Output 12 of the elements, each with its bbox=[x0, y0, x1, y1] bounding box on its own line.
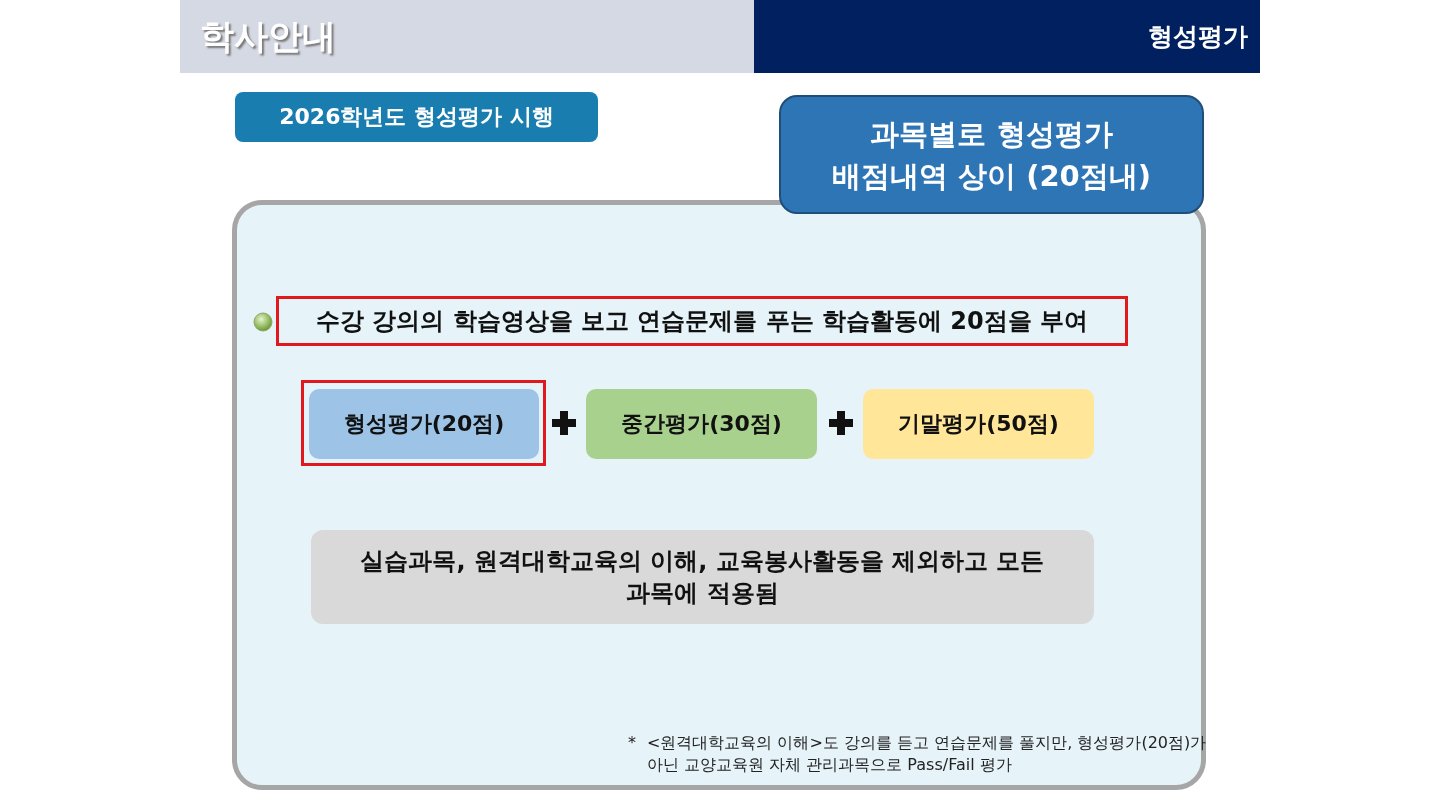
highlighted-sentence: 수강 강의의 학습영상을 보고 연습문제를 푸는 학습활동에 20점을 부여 bbox=[276, 296, 1128, 346]
footnote-mark: * bbox=[628, 732, 637, 754]
note-box: 실습과목, 원격대학교육의 이해, 교육봉사활동을 제외하고 모든 과목에 적용됨 bbox=[311, 530, 1094, 624]
footnote: <원격대학교육의 이해>도 강의를 듣고 연습문제를 풀지만, 형성평가(20점)가 아닌 교양교육원 자체 관리과목으로 Pass/Fail 평가 bbox=[647, 732, 1207, 776]
content-panel bbox=[232, 200, 1206, 790]
callout-box: 과목별로 형성평가 배점내역 상이 (20점내) bbox=[779, 95, 1204, 214]
score-box: 중간평가(30점) bbox=[586, 389, 817, 459]
header-band: 형성평가 bbox=[754, 0, 1260, 73]
header-band: 학사안내 bbox=[180, 0, 754, 73]
score-box: 기말평가(50점) bbox=[863, 389, 1094, 459]
score-box: 형성평가(20점) bbox=[309, 389, 539, 459]
title-tab: 2026학년도 형성평가 시행 bbox=[235, 92, 598, 142]
